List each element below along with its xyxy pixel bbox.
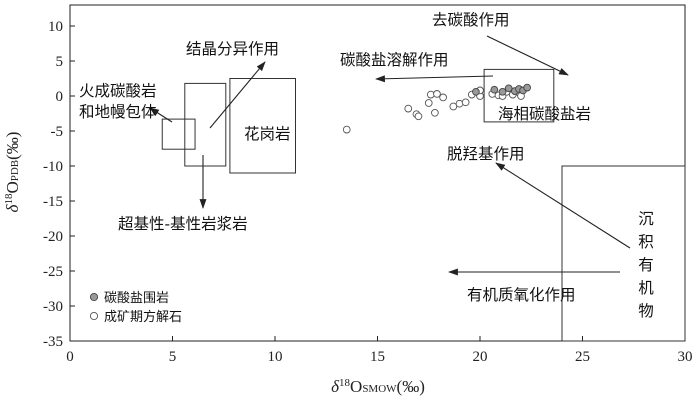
x-axis-title-unit: (‰) xyxy=(397,377,425,396)
host-rock-point-3 xyxy=(504,84,513,93)
label-carbonatite-line1: 火成碳酸岩 xyxy=(79,82,157,100)
label-oxidation: 有机质氧化作用 xyxy=(467,286,576,304)
label-ultramafic: 超基性-基性岩浆岩 xyxy=(118,215,248,233)
y-tick-label-5: -15 xyxy=(43,194,63,210)
host-rock-point-1 xyxy=(490,85,499,94)
annotation-labels: 去碳酸作用 碳酸盐溶解作用 结晶分异作用 火成碳酸岩 和地幔包体 花岗岩 海相碳… xyxy=(79,11,654,320)
label-sediment-organic-char-1: 沉 xyxy=(638,210,654,228)
label-granite: 花岗岩 xyxy=(244,125,291,143)
y-axis-title-sub: PDB xyxy=(9,160,21,181)
x-axis-title: δ18OSMOW(‰) xyxy=(331,377,425,396)
y-axis-title-sup: 18 xyxy=(3,193,15,205)
label-sediment-organic-char-3: 有 xyxy=(638,256,654,274)
label-fractionation: 结晶分异作用 xyxy=(186,40,279,58)
arrow-dehydroxylation xyxy=(495,162,631,249)
ore-calcite-point-3 xyxy=(414,112,423,121)
ore-calcite-point-9 xyxy=(449,102,458,111)
ore-calcite-point-10 xyxy=(455,99,464,108)
y-tick-label-2: 0 xyxy=(56,89,64,105)
y-tick-label-4: -10 xyxy=(43,159,63,175)
y-tick-label-9: -35 xyxy=(43,334,63,350)
x-axis-title-delta: δ xyxy=(331,377,340,396)
legend-marker-ore-calcite xyxy=(89,311,99,321)
region-ultramafic xyxy=(184,82,227,167)
label-carbonatite-line2: 和地幔包体 xyxy=(79,103,157,121)
ore-calcite-point-4 xyxy=(424,99,433,107)
ore-calcite-point-6 xyxy=(431,108,439,117)
x-axis-title-main: O xyxy=(350,377,362,396)
ore-calcite-point-0 xyxy=(342,125,351,134)
legend-label-ore-calcite: 成矿期方解石 xyxy=(104,309,182,325)
ore-calcite-point-8 xyxy=(439,93,447,102)
x-tick-label-0: 0 xyxy=(66,349,74,365)
y-axis-title: δ18OPDB(‰) xyxy=(3,132,22,213)
region-sediment-organic xyxy=(561,165,686,342)
label-marine: 海相碳酸盐岩 xyxy=(498,105,591,123)
y-tick-label-3: -5 xyxy=(51,124,64,140)
ore-calcite-point-11 xyxy=(461,98,470,107)
field-regions xyxy=(161,68,686,342)
y-axis-title-delta: δ xyxy=(3,203,22,212)
label-sediment-organic-char-2: 积 xyxy=(638,233,654,251)
region-carbonatite xyxy=(161,118,196,150)
x-tick-label-4: 20 xyxy=(473,349,488,365)
ore-calcite-point-1 xyxy=(404,104,413,113)
x-axis-title-sub: SMOW xyxy=(362,383,397,395)
legend-label-host-rock: 碳酸盐围岩 xyxy=(104,291,169,306)
y-tick-label-0: 10 xyxy=(48,19,63,35)
label-sediment-organic-char-4: 机 xyxy=(638,279,654,297)
region-marine xyxy=(483,68,555,123)
y-tick-label-8: -30 xyxy=(43,299,63,315)
x-tick-label-2: 10 xyxy=(268,349,283,365)
arrow-dissolution xyxy=(375,75,494,83)
label-dehydroxylation: 脱羟基作用 xyxy=(447,145,525,163)
process-arrows xyxy=(149,35,631,276)
y-tick-label-1: 5 xyxy=(56,54,64,70)
region-granite xyxy=(229,78,296,174)
label-dissolution: 碳酸盐溶解作用 xyxy=(340,51,449,69)
y-axis-title-main: O xyxy=(3,181,22,193)
axis-ticks xyxy=(69,25,686,342)
label-sediment-organic-char-5: 物 xyxy=(638,302,654,320)
x-tick-label-1: 5 xyxy=(169,349,177,365)
legend-marker-host-rock xyxy=(89,292,99,302)
x-axis-title-sup: 18 xyxy=(339,377,351,389)
x-tick-label-5: 25 xyxy=(575,349,590,365)
host-rock-point-0 xyxy=(472,87,480,96)
arrow-decarbonation xyxy=(486,35,569,76)
y-tick-label-7: -25 xyxy=(43,264,63,280)
host-rock-point-2 xyxy=(498,87,507,96)
x-tick-label-6: 30 xyxy=(678,349,693,365)
arrow-fractionation xyxy=(209,61,266,129)
host-rock-point-7 xyxy=(523,83,532,92)
arrow-carbonatite xyxy=(149,107,173,123)
x-tick-label-3: 15 xyxy=(370,349,385,365)
y-tick-labels: 10 5 0 -5 -10 -15 -20 -25 -30 -35 xyxy=(43,19,63,350)
label-decarbonation: 去碳酸作用 xyxy=(432,11,510,29)
y-tick-label-6: -20 xyxy=(43,229,63,245)
x-tick-labels: 0 5 10 15 20 25 30 xyxy=(66,349,692,365)
legend: 碳酸盐围岩 成矿期方解石 xyxy=(89,291,182,325)
data-points xyxy=(342,83,532,134)
y-axis-title-unit: (‰) xyxy=(3,132,22,160)
ore-calcite-point-7 xyxy=(433,90,441,98)
